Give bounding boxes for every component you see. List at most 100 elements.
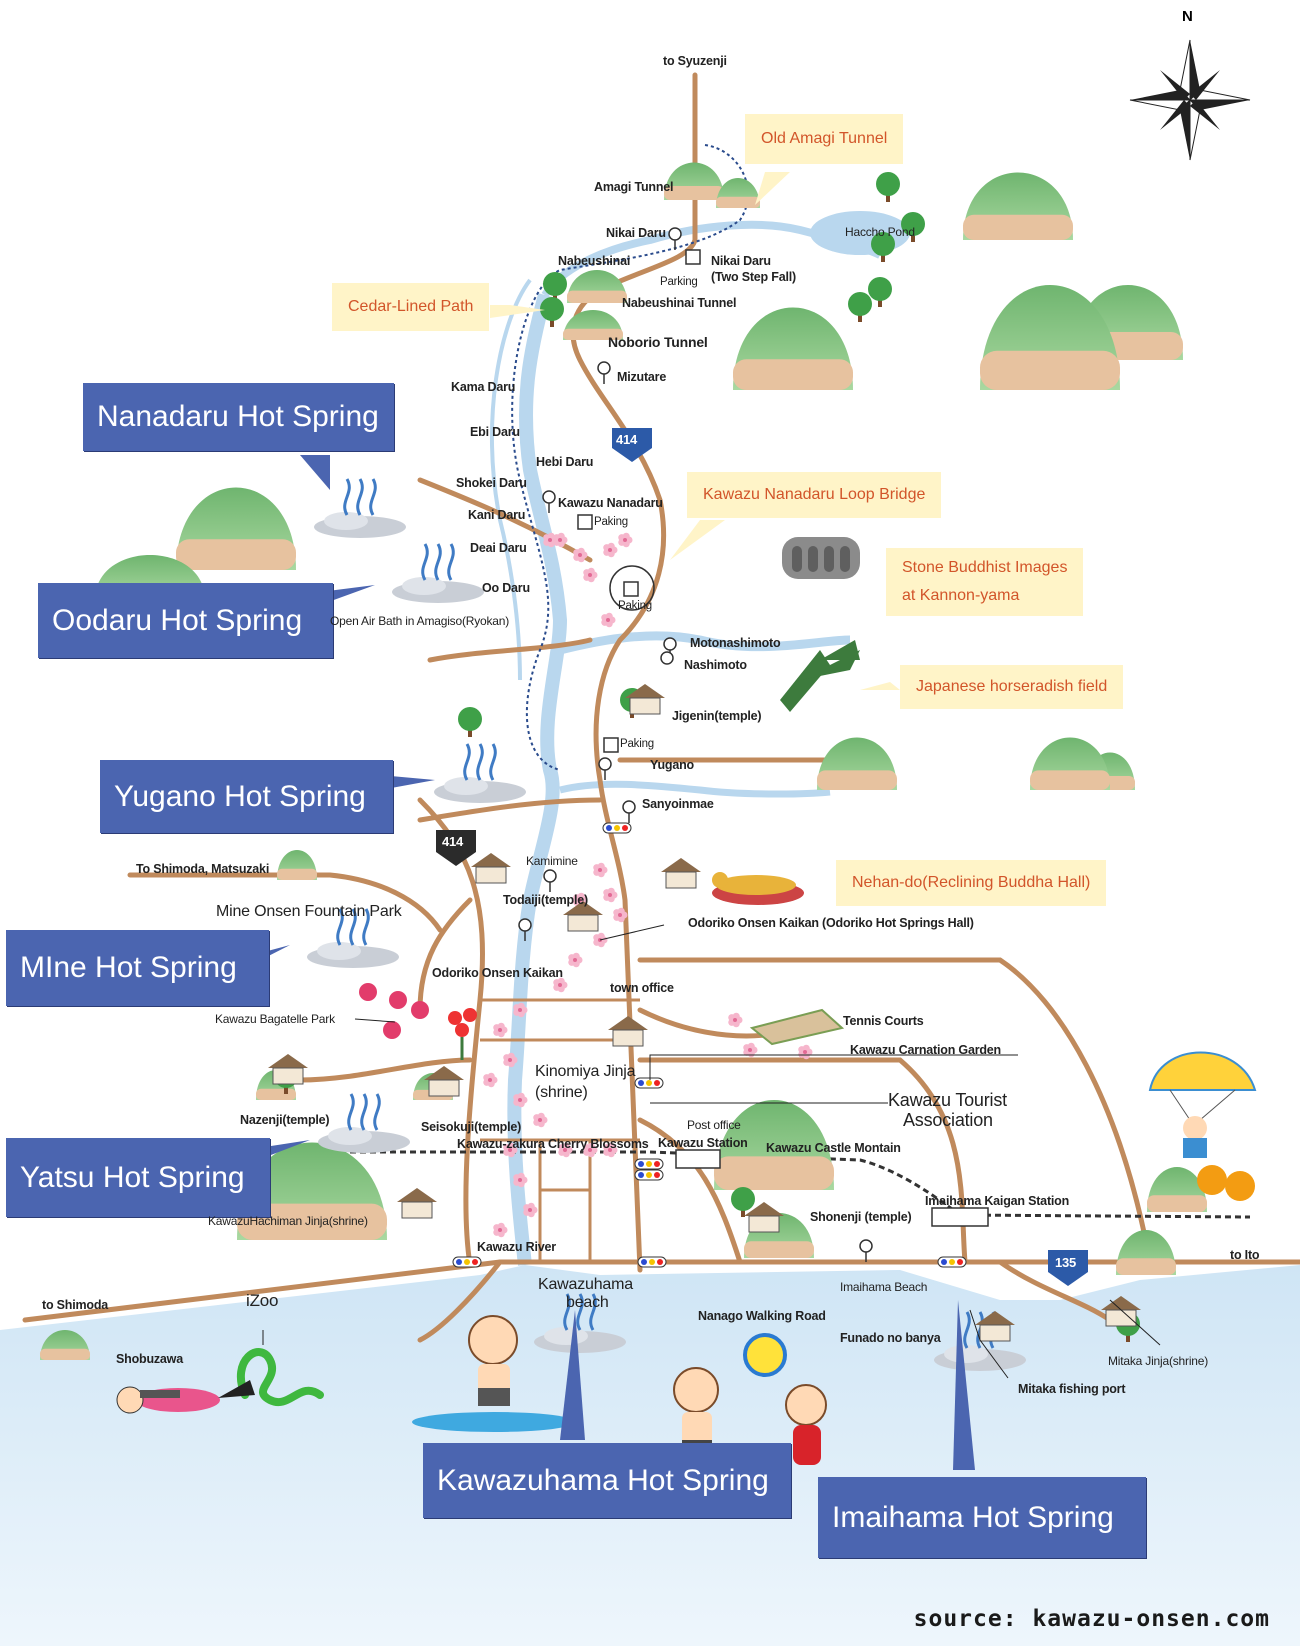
label-kama-daru: Kama Daru — [451, 380, 516, 394]
label-seisokuji: Seisokuji(temple) — [421, 1120, 522, 1134]
trees — [274, 172, 1140, 1342]
cherry-blossom-icon — [743, 1042, 758, 1058]
label-ebi-daru: Ebi Daru — [470, 425, 520, 439]
route-414-shield-lower — [436, 830, 476, 866]
hot-spring-steam-icon — [534, 1293, 626, 1353]
cherry-blossom-icon — [553, 977, 568, 993]
stone-buddha-icon — [782, 537, 860, 579]
tree-icon — [901, 212, 925, 242]
label-kawazu-nanadaru: Kawazu Nanadaru — [558, 496, 663, 510]
hills — [40, 162, 1207, 1360]
temple-icon — [975, 1311, 1015, 1342]
hill — [1116, 1230, 1176, 1275]
label-kawazuhama-beach-1: Kawazuhama — [538, 1276, 633, 1293]
temple-icon — [661, 858, 701, 889]
hill — [817, 737, 897, 790]
temple-icon — [471, 853, 511, 884]
cherry-blossom-icon — [573, 547, 588, 563]
label-paking-3: Paking — [620, 738, 654, 750]
label-to-ito: to Ito — [1230, 1248, 1260, 1262]
izoo-snake-icon — [236, 1348, 324, 1406]
tree-icon — [848, 292, 872, 322]
kawazu-river — [507, 293, 568, 1266]
traffic-light — [602, 822, 632, 834]
hill — [176, 487, 296, 570]
cherry-blossom-icon — [583, 1142, 598, 1158]
callout-stone-buddhist-images: Stone Buddhist Images at Kannon-yama — [886, 548, 1084, 616]
route-135-shield — [1048, 1250, 1088, 1286]
map-markers — [518, 227, 989, 1262]
temple-icon — [744, 1202, 784, 1233]
cherry-blossom-icon — [483, 1072, 498, 1088]
cherry-blossom-icon — [568, 952, 583, 968]
leader-lines — [262, 924, 1161, 1379]
hill — [563, 310, 623, 340]
town-grid — [480, 998, 640, 1262]
label-tennis-courts: Tennis Courts — [843, 1014, 924, 1028]
label-kinomiya-jinja-2: (shrine) — [535, 1084, 588, 1101]
stone-buddha-line-1: Stone Buddhist Images — [902, 559, 1068, 576]
label-funado-no-banya: Funado no banya — [840, 1331, 941, 1345]
tree-icon — [876, 172, 900, 202]
cherry-blossom-icon — [603, 1142, 618, 1158]
cherry-blossom-icon — [601, 612, 616, 628]
label-shobuzawa: Shobuzawa — [116, 1352, 183, 1366]
label-tourist-association-2: Association — [903, 1110, 993, 1130]
label-kawazu-river: Kawazu River — [477, 1240, 556, 1254]
callout-pointers — [490, 172, 900, 690]
yugano-hot-spring-label: Yugano Hot Spring — [100, 760, 393, 833]
cherry-blossom-icon — [503, 1052, 518, 1068]
label-cherry-blossoms: Kawazu-zakura Cherry Blossoms — [457, 1137, 649, 1151]
hill — [980, 285, 1120, 390]
temple-icon — [397, 1188, 437, 1219]
label-to-shimoda-matsuzaki: To Shimoda, Matsuzaki — [136, 862, 270, 876]
label-kawazu-station: Kawazu Station — [658, 1136, 748, 1150]
kawazuhama-hot-spring-label: Kawazuhama Hot Spring — [423, 1443, 791, 1518]
hill — [716, 178, 760, 208]
hill — [237, 1142, 387, 1240]
tennis-court-icon — [749, 1008, 845, 1046]
label-nashimoto: Nashimoto — [684, 658, 747, 672]
paraglider-icon — [1148, 1051, 1257, 1158]
cherry-blossom-icon — [513, 1172, 528, 1188]
hill — [40, 1330, 90, 1360]
label-shonenji: Shonenji (temple) — [810, 1210, 912, 1224]
label-nikai-daru: Nikai Daru — [606, 226, 666, 240]
label-paking-2: Paking — [618, 600, 652, 612]
label-bagatelle-park: Kawazu Bagatelle Park — [215, 1012, 335, 1026]
callout-cedar-lined-path: Cedar-Lined Path — [332, 283, 490, 331]
callout-loop-bridge: Kawazu Nanadaru Loop Bridge — [687, 472, 942, 518]
source-prefix: source: — [913, 1606, 1018, 1632]
label-imaihama-kaigan-station: Imaihama Kaigan Station — [925, 1194, 1070, 1208]
hill — [963, 172, 1073, 240]
tree-icon — [868, 277, 892, 307]
label-kamimine: Kamimine — [526, 854, 578, 868]
label-mizutare: Mizutare — [617, 370, 667, 384]
imaihama-hot-spring-label: Imaihama Hot Spring — [818, 1477, 1146, 1558]
cherry-blossom-icon — [798, 1044, 813, 1060]
cherry-blossom-icon — [533, 1112, 548, 1128]
hill — [714, 1100, 834, 1190]
hot-spring-steam-icon — [314, 478, 406, 538]
label-amagi-tunnel: Amagi Tunnel — [594, 180, 674, 194]
walking-trail — [511, 144, 749, 771]
cherry-blossom-icon — [493, 1222, 508, 1238]
cherry-blossom-icon — [513, 1002, 528, 1018]
label-oo-daru: Oo Daru — [482, 581, 530, 595]
hot-spring-steam-icon — [434, 743, 526, 803]
cherry-blossom-icon — [513, 1092, 528, 1108]
label-izoo: iZoo — [246, 1291, 279, 1310]
label-kani-daru: Kani Daru — [468, 508, 526, 522]
oodaru-hot-spring-label: Oodaru Hot Spring — [38, 583, 333, 658]
traffic-light — [634, 1169, 664, 1181]
label-deai-daru: Deai Daru — [470, 541, 527, 555]
label-sanyoinmae: Sanyoinmae — [642, 797, 714, 811]
label-mitaka-jinja: Mitaka Jinja(shrine) — [1108, 1354, 1209, 1368]
tree-icon — [871, 232, 895, 262]
label-odoriko-hall: Odoriko Onsen Kaikan (Odoriko Hot Spring… — [688, 916, 974, 930]
hill — [277, 850, 317, 880]
route-414-label-upper: 414 — [616, 432, 638, 447]
label-hachiman-jinja: KawazuHachiman Jinja(shrine) — [208, 1214, 368, 1228]
traffic-light — [452, 1256, 482, 1268]
